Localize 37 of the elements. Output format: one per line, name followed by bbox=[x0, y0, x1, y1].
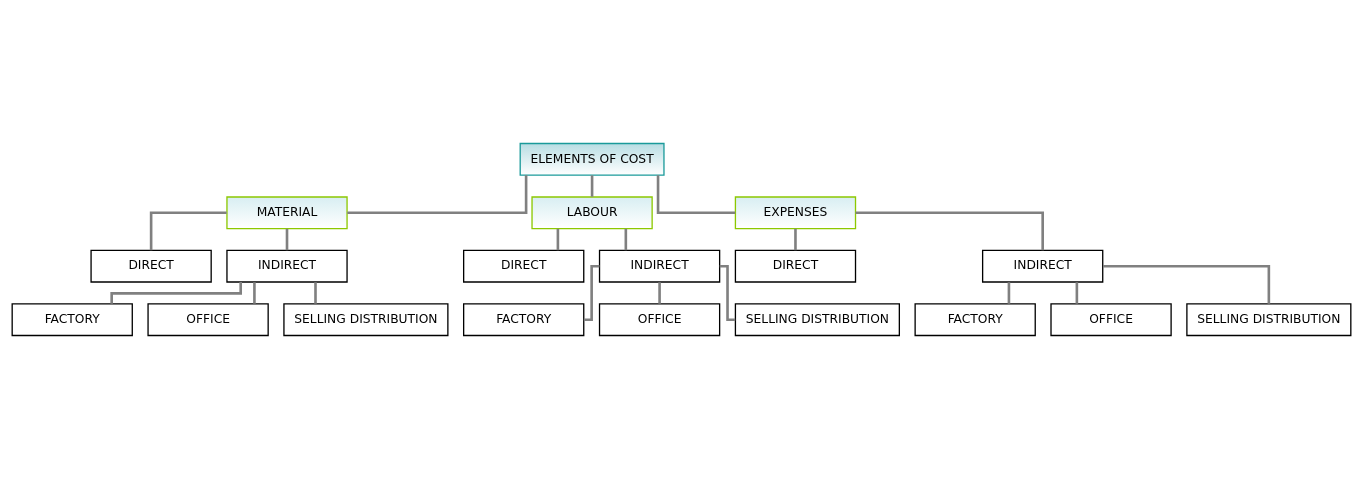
connector bbox=[583, 264, 600, 321]
node-box: FACTORY bbox=[914, 302, 1036, 336]
connector bbox=[253, 281, 256, 304]
connector bbox=[110, 281, 242, 304]
node-box: LABOUR bbox=[531, 195, 653, 229]
connector bbox=[347, 174, 528, 214]
node-box: FACTORY bbox=[463, 302, 585, 336]
node-box: SELLING DISTRIBUTION bbox=[1186, 302, 1352, 336]
node-box: FACTORY bbox=[11, 302, 133, 336]
connector bbox=[556, 228, 560, 250]
connector bbox=[855, 210, 1044, 250]
connector bbox=[1103, 264, 1271, 304]
connector bbox=[658, 281, 661, 304]
node-box: DIRECT bbox=[90, 249, 212, 283]
node-box: OFFICE bbox=[1050, 302, 1172, 336]
connector bbox=[590, 174, 594, 197]
connector bbox=[1075, 281, 1079, 304]
connector bbox=[794, 228, 797, 250]
node-box: INDIRECT bbox=[598, 249, 721, 283]
connector bbox=[285, 228, 289, 250]
connector bbox=[314, 281, 317, 304]
node-box: ELEMENTS OF COST bbox=[519, 142, 665, 176]
node-box: MATERIAL bbox=[226, 195, 348, 229]
node-box: INDIRECT bbox=[981, 249, 1104, 283]
connector bbox=[149, 210, 227, 250]
node-box: OFFICE bbox=[147, 302, 269, 336]
node-box: DIRECT bbox=[463, 249, 585, 283]
connector bbox=[624, 228, 628, 250]
node-box: EXPENSES bbox=[734, 195, 857, 229]
node-box: SELLING DISTRIBUTION bbox=[283, 302, 449, 336]
node-box: DIRECT bbox=[734, 249, 857, 283]
connector bbox=[656, 174, 736, 214]
node-box: OFFICE bbox=[598, 302, 721, 336]
node-box: INDIRECT bbox=[226, 249, 348, 283]
node-box: SELLING DISTRIBUTION bbox=[734, 302, 900, 336]
connector bbox=[719, 264, 736, 321]
connector bbox=[1007, 281, 1011, 304]
